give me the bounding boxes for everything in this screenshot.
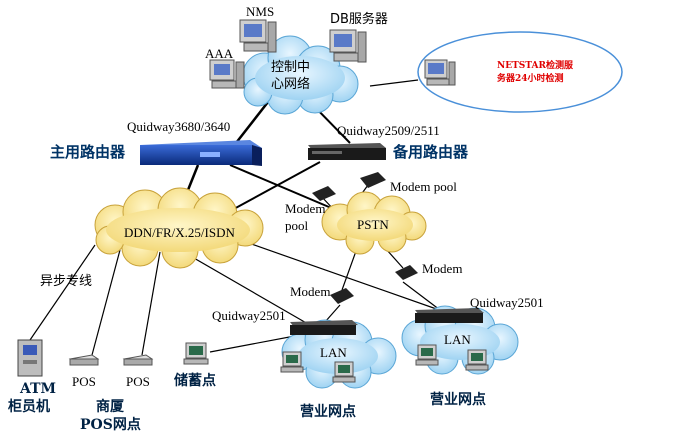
computer-icons (183, 19, 489, 383)
link-router-savings (209, 334, 301, 353)
branch-left-label: 营业网点 (300, 404, 356, 420)
mall-label-2: POS网点 (80, 417, 141, 433)
lan-left-label: LAN (320, 345, 347, 360)
mall-label-1: 商厦 (96, 399, 124, 415)
netstar-label-2: 务器24小时检测 (497, 74, 564, 84)
control-center-label-2: 心网络 (271, 77, 311, 92)
backup-router-label: 备用路由器 (393, 143, 469, 161)
link-center-main (235, 101, 269, 144)
nms-label: NMS (246, 4, 275, 19)
quidway2509-label: Quidway2509/2511 (337, 123, 440, 138)
control-center-label-1: 控制中 (271, 60, 311, 75)
link-backup-ddn (231, 161, 321, 211)
async-line-label: 异步专线 (40, 274, 93, 289)
quidway2501-left-device (290, 320, 358, 335)
link-center-netstar (369, 79, 419, 87)
pos-label-2: POS (126, 374, 150, 389)
backup-router-device (308, 143, 386, 160)
pos-device (122, 354, 154, 366)
quidway2501-left-label: Quidway2501 (212, 308, 286, 323)
link-modem-right-router (402, 281, 441, 311)
atm-label-2: 柜员机 (8, 399, 50, 415)
pos-label-1: POS (72, 374, 96, 389)
modem-right-label: Modem (422, 261, 463, 276)
main-router-device (140, 140, 262, 166)
link-ddn-quidway-left (179, 249, 316, 329)
lan-right-label: LAN (444, 332, 471, 347)
quidway3680-label: Quidway3680/3640 (127, 119, 231, 134)
pos-device (68, 354, 100, 366)
atm-device (17, 339, 43, 377)
modem-icon (312, 172, 418, 304)
modem-mid-label: Modem (290, 284, 331, 299)
db-server-label: DB服务器 (330, 12, 388, 27)
link-ddn-quidway-right (239, 239, 446, 313)
link-ddn-atm (29, 244, 96, 341)
aaa-label: AAA (205, 46, 234, 61)
connection-lines (29, 79, 446, 356)
modem-pool-left-label-2: pool (285, 218, 309, 233)
link-main-pstn (229, 164, 337, 211)
atm-label-1: ATM (20, 381, 57, 397)
modem-pool-right-label: Modem pool (390, 179, 457, 194)
netstar-label-1: NETSTAR检测服 (497, 61, 573, 71)
branch-right-label: 营业网点 (430, 392, 486, 408)
link-ddn-pos2 (141, 251, 161, 356)
netstar-ellipse (417, 31, 623, 113)
link-ddn-pos1 (91, 249, 121, 356)
ddn-cloud-label: DDN/FR/X.25/ISDN (124, 225, 235, 240)
main-router-label: 主用路由器 (50, 143, 126, 161)
quidway2501-right-label: Quidway2501 (470, 295, 544, 310)
link-modem-mid-router (324, 304, 341, 323)
pstn-cloud-label: PSTN (357, 217, 389, 232)
savings-label: 储蓄点 (174, 373, 216, 389)
modem-pool-left-label-1: Modem (285, 201, 326, 216)
quidway2501-right-device (415, 308, 484, 323)
